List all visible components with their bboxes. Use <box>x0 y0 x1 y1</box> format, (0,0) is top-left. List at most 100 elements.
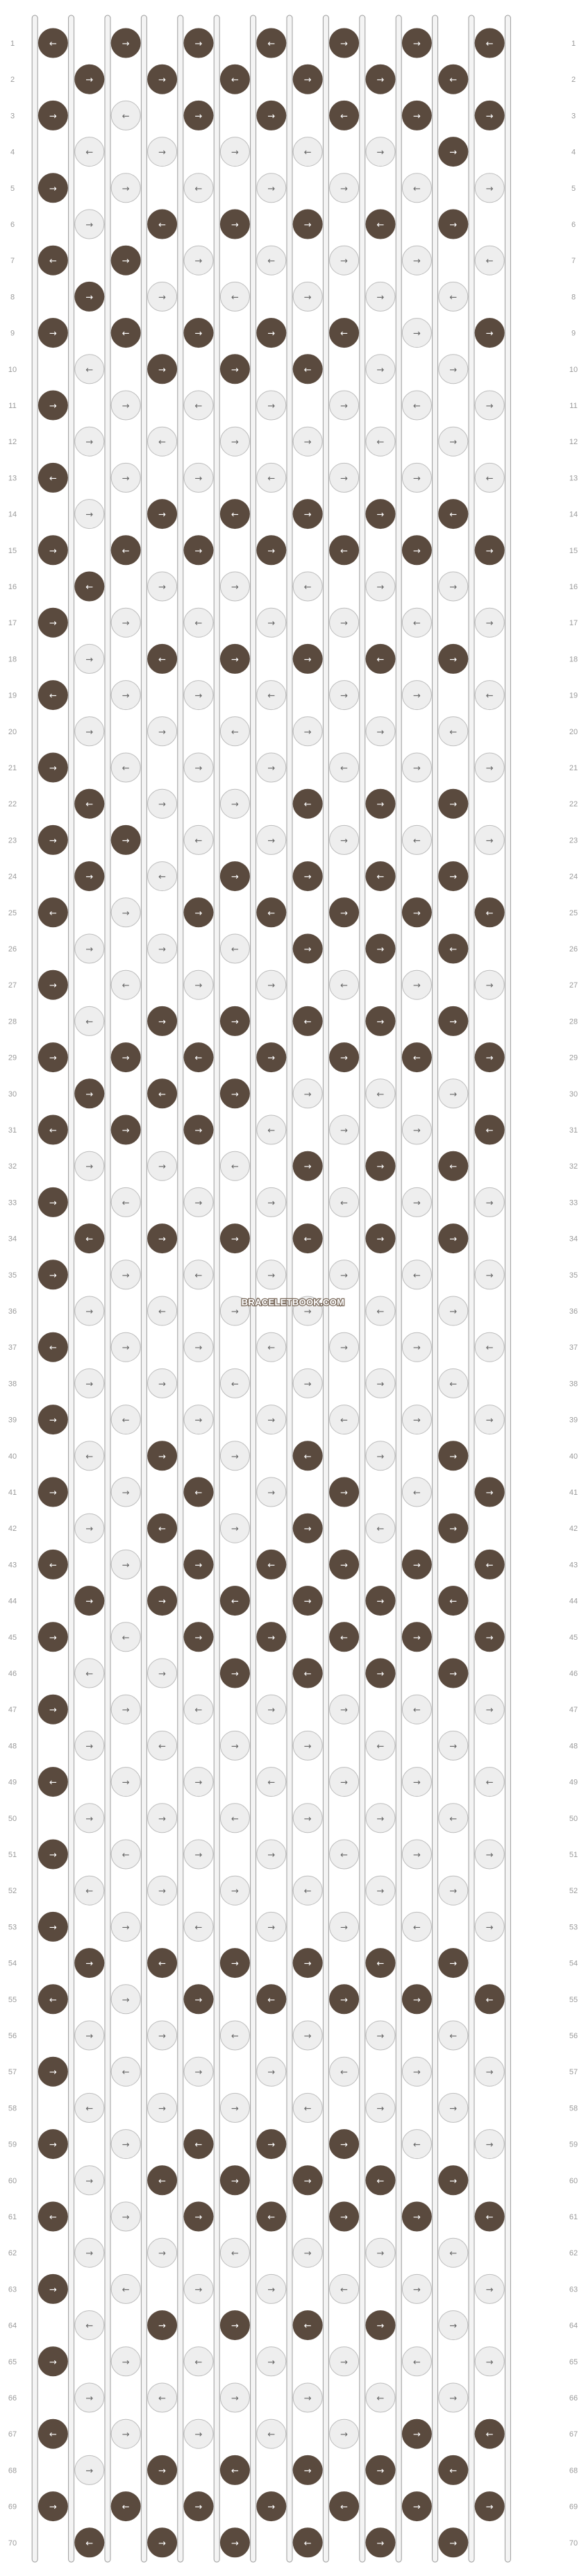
knot: ← <box>292 2092 323 2123</box>
knot-direction-arrow: → <box>486 1488 494 1498</box>
knot: → <box>219 1875 250 1906</box>
knot: → <box>147 1441 178 1471</box>
knot-direction-arrow: ← <box>377 872 385 883</box>
knot: → <box>183 100 214 130</box>
knot: → <box>329 1332 360 1362</box>
knot-direction-arrow: ← <box>49 1995 57 2006</box>
row-number-left: 19 <box>8 692 17 700</box>
knot-direction-arrow: → <box>413 1850 421 1861</box>
row-number-left: 22 <box>8 800 17 808</box>
knot: → <box>37 2056 68 2087</box>
knot: → <box>110 1549 141 1579</box>
knot: → <box>147 1223 178 1254</box>
knot: ← <box>219 1368 250 1398</box>
knot-direction-arrow: → <box>158 292 166 303</box>
knot-direction-arrow: ← <box>486 1343 494 1353</box>
string <box>31 15 38 2563</box>
row-number-right: 14 <box>569 511 578 519</box>
knot-direction-arrow: → <box>304 727 312 738</box>
knot: ← <box>438 933 469 964</box>
knot-direction-arrow: → <box>49 184 57 194</box>
knot-direction-arrow: → <box>122 184 130 194</box>
knot-direction-arrow: → <box>304 944 312 955</box>
knot-direction-arrow: ← <box>267 256 275 266</box>
knot: ← <box>474 2418 505 2449</box>
knot-direction-arrow: → <box>377 292 385 303</box>
knot-direction-arrow: → <box>158 799 166 810</box>
knot: → <box>37 1042 68 1073</box>
knot-direction-arrow: ← <box>49 256 57 266</box>
knot-direction-arrow: → <box>231 2103 239 2114</box>
knot-direction-arrow: → <box>231 1741 239 1752</box>
knot: ← <box>401 2346 432 2377</box>
knot-direction-arrow: → <box>195 1633 203 1643</box>
knot-direction-arrow: → <box>195 111 203 121</box>
knot: → <box>183 1622 214 1652</box>
knot: → <box>474 752 505 783</box>
knot-direction-arrow: → <box>304 1090 312 1100</box>
row-number-right: 52 <box>569 1887 578 1895</box>
knot: → <box>365 64 396 94</box>
knot-direction-arrow: → <box>49 1850 57 1861</box>
knot: ← <box>292 354 323 384</box>
knot-direction-arrow: → <box>85 75 93 85</box>
knot: → <box>74 1151 105 1181</box>
knot: → <box>74 499 105 529</box>
knot-direction-arrow: → <box>304 1597 312 1607</box>
knot: → <box>37 2491 68 2522</box>
row-number-right: 53 <box>569 1923 578 1931</box>
row-number-left: 24 <box>8 873 17 881</box>
knot-direction-arrow: → <box>340 691 348 702</box>
knot-direction-arrow: ← <box>122 2502 130 2513</box>
knot: → <box>292 643 323 674</box>
row-number-right: 15 <box>569 547 578 555</box>
knot: → <box>256 1042 287 1073</box>
row-number-right: 66 <box>569 2394 578 2403</box>
row-number-left: 34 <box>8 1235 17 1244</box>
row-number-right: 10 <box>569 366 578 374</box>
knot: → <box>438 861 469 892</box>
knot: → <box>329 2129 360 2160</box>
knot: → <box>147 788 178 819</box>
knot-direction-arrow: → <box>486 763 494 774</box>
knot: → <box>183 318 214 348</box>
knot: ← <box>74 354 105 384</box>
knot: → <box>37 607 68 638</box>
knot-direction-arrow: ← <box>122 2285 130 2295</box>
knot-direction-arrow: → <box>340 2430 348 2440</box>
knot: → <box>292 2455 323 2485</box>
knot-direction-arrow: ← <box>377 1524 385 1534</box>
row-number-left: 49 <box>8 1779 17 1787</box>
knot: → <box>37 1260 68 1290</box>
knot: → <box>401 752 432 783</box>
knot: → <box>292 1948 323 1978</box>
knot: ← <box>219 2455 250 2485</box>
knot-direction-arrow: ← <box>49 39 57 49</box>
row-number-right: 35 <box>569 1271 578 1280</box>
knot: → <box>329 28 360 58</box>
knot: → <box>438 2092 469 2123</box>
knot-direction-arrow: ← <box>413 618 421 629</box>
knot-direction-arrow: ← <box>195 401 203 412</box>
knot-direction-arrow: → <box>377 944 385 955</box>
knot: → <box>219 1513 250 1543</box>
knot-direction-arrow: ← <box>195 2357 203 2368</box>
thread-strings <box>31 15 511 2563</box>
knot-direction-arrow: ← <box>304 148 312 158</box>
knot-direction-arrow: → <box>85 1090 93 1100</box>
knot-direction-arrow: → <box>122 908 130 919</box>
knot: → <box>438 2165 469 2196</box>
knot-direction-arrow: → <box>85 1524 93 1534</box>
string <box>250 15 257 2563</box>
knot-direction-arrow: → <box>267 546 275 557</box>
knot-direction-arrow: ← <box>267 1778 275 1788</box>
knot-direction-arrow: → <box>85 2393 93 2404</box>
knot-direction-arrow: ← <box>304 2321 312 2332</box>
knot: → <box>474 824 505 855</box>
knot-direction-arrow: → <box>304 654 312 665</box>
knot-direction-arrow: → <box>377 1235 385 1245</box>
knot: ← <box>292 571 323 602</box>
knot-direction-arrow: ← <box>377 1090 385 1100</box>
knot-direction-arrow: ← <box>231 727 239 738</box>
knot-direction-arrow: → <box>195 691 203 702</box>
